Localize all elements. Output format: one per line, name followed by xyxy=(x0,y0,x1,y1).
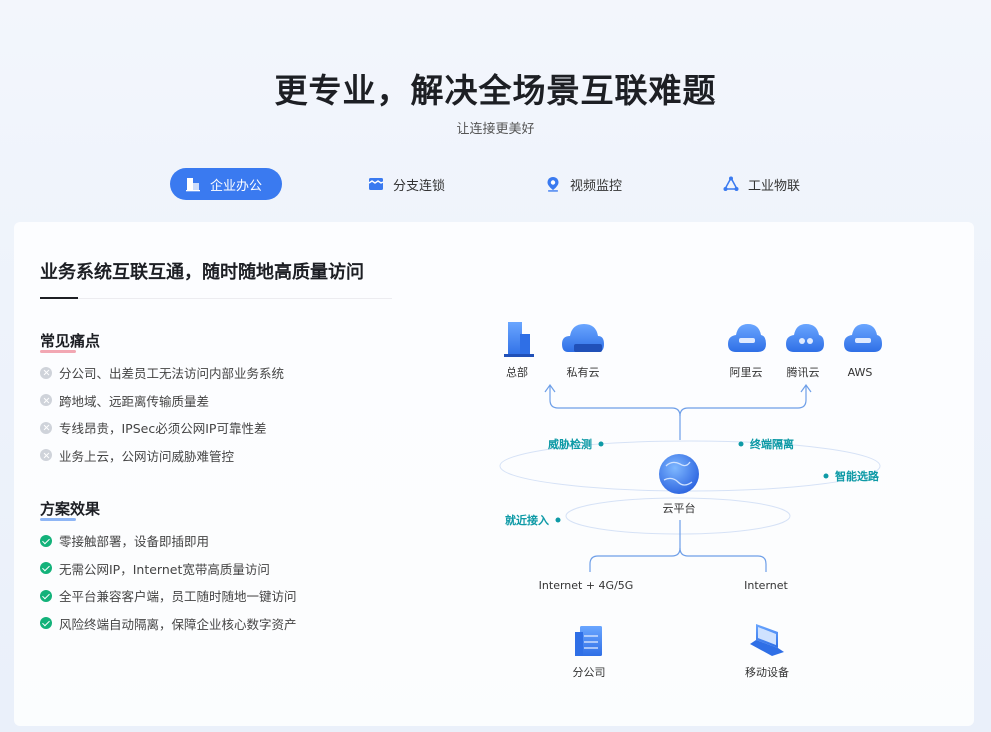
location-pin-icon xyxy=(547,177,559,192)
effects-underline xyxy=(40,518,76,521)
list-item-text: 无需公网IP，Internet宽带高质量访问 xyxy=(59,561,270,577)
tab-label: 企业办公 xyxy=(210,178,263,194)
check-circle-icon xyxy=(40,562,52,575)
pain-points-list: 分公司、出差员工无法访问内部业务系统 跨地域、远距离传输质量差 专线昂贵，IPS… xyxy=(40,359,284,469)
cross-circle-icon xyxy=(40,421,52,434)
check-circle-icon xyxy=(40,617,52,630)
page-subtitle: 让连接更美好 xyxy=(456,122,535,137)
list-item: 跨地域、远距离传输质量差 xyxy=(40,387,284,415)
list-item-text: 专线昂贵，IPSec必须公网IP可靠性差 xyxy=(59,421,267,437)
page-title: 更专业，解决全场景互联难题 xyxy=(274,71,717,110)
cross-circle-icon xyxy=(40,449,52,462)
list-item: 零接触部署，设备即插即用 xyxy=(40,527,297,555)
pain-points-title-text: 常见痛点 xyxy=(40,332,101,350)
tab-industrial-iot[interactable]: 工业物联 xyxy=(708,168,814,200)
tab-video-surveillance[interactable]: 视频监控 xyxy=(530,168,636,200)
effects-title-text: 方案效果 xyxy=(40,500,101,518)
network-triangle-icon xyxy=(723,176,739,191)
tab-enterprise-office[interactable]: 企业办公 xyxy=(170,168,282,200)
scenario-card: 业务系统互联互通，随时随地高质量访问 常见痛点 分公司、出差员工无法访问内部业务… xyxy=(14,222,974,726)
cross-circle-icon xyxy=(40,366,52,379)
tab-label: 视频监控 xyxy=(570,178,623,194)
scenario-tabs: 企业办公 分支连锁 视频监控 工业物联 xyxy=(0,168,991,200)
building-icon xyxy=(186,178,200,192)
pain-points-title: 常见痛点 xyxy=(40,330,101,353)
list-item-text: 业务上云，公网访问威胁难管控 xyxy=(59,448,235,464)
effects-list: 零接触部署，设备即插即用 无需公网IP，Internet宽带高质量访问 全平台兼… xyxy=(40,527,297,637)
effects-title: 方案效果 xyxy=(40,498,101,521)
title-divider xyxy=(40,298,392,299)
tab-branch-chain[interactable]: 分支连锁 xyxy=(353,168,459,200)
check-circle-icon xyxy=(40,534,52,547)
list-item: 全平台兼容客户端，员工随时随地一键访问 xyxy=(40,582,297,610)
check-circle-icon xyxy=(40,589,52,602)
list-item: 专线昂贵，IPSec必须公网IP可靠性差 xyxy=(40,414,284,442)
cross-circle-icon xyxy=(40,394,52,407)
tab-label: 工业物联 xyxy=(748,178,801,194)
list-item: 风险终端自动隔离，保障企业核心数字资产 xyxy=(40,610,297,638)
tab-label: 分支连锁 xyxy=(393,178,446,194)
pain-points-underline xyxy=(40,350,76,353)
list-item-text: 跨地域、远距离传输质量差 xyxy=(59,393,210,409)
list-item-text: 零接触部署，设备即插即用 xyxy=(59,534,210,550)
list-item-text: 全平台兼容客户端，员工随时随地一键访问 xyxy=(59,589,297,605)
list-item-text: 分公司、出差员工无法访问内部业务系统 xyxy=(59,366,285,382)
list-item: 分公司、出差员工无法访问内部业务系统 xyxy=(40,359,284,387)
list-item: 业务上云，公网访问威胁难管控 xyxy=(40,442,284,470)
list-item: 无需公网IP，Internet宽带高质量访问 xyxy=(40,555,297,583)
card-title: 业务系统互联互通，随时随地高质量访问 xyxy=(40,262,364,283)
title-accent-bar xyxy=(40,297,78,299)
store-icon xyxy=(368,178,384,190)
list-item-text: 风险终端自动隔离，保障企业核心数字资产 xyxy=(59,616,297,632)
